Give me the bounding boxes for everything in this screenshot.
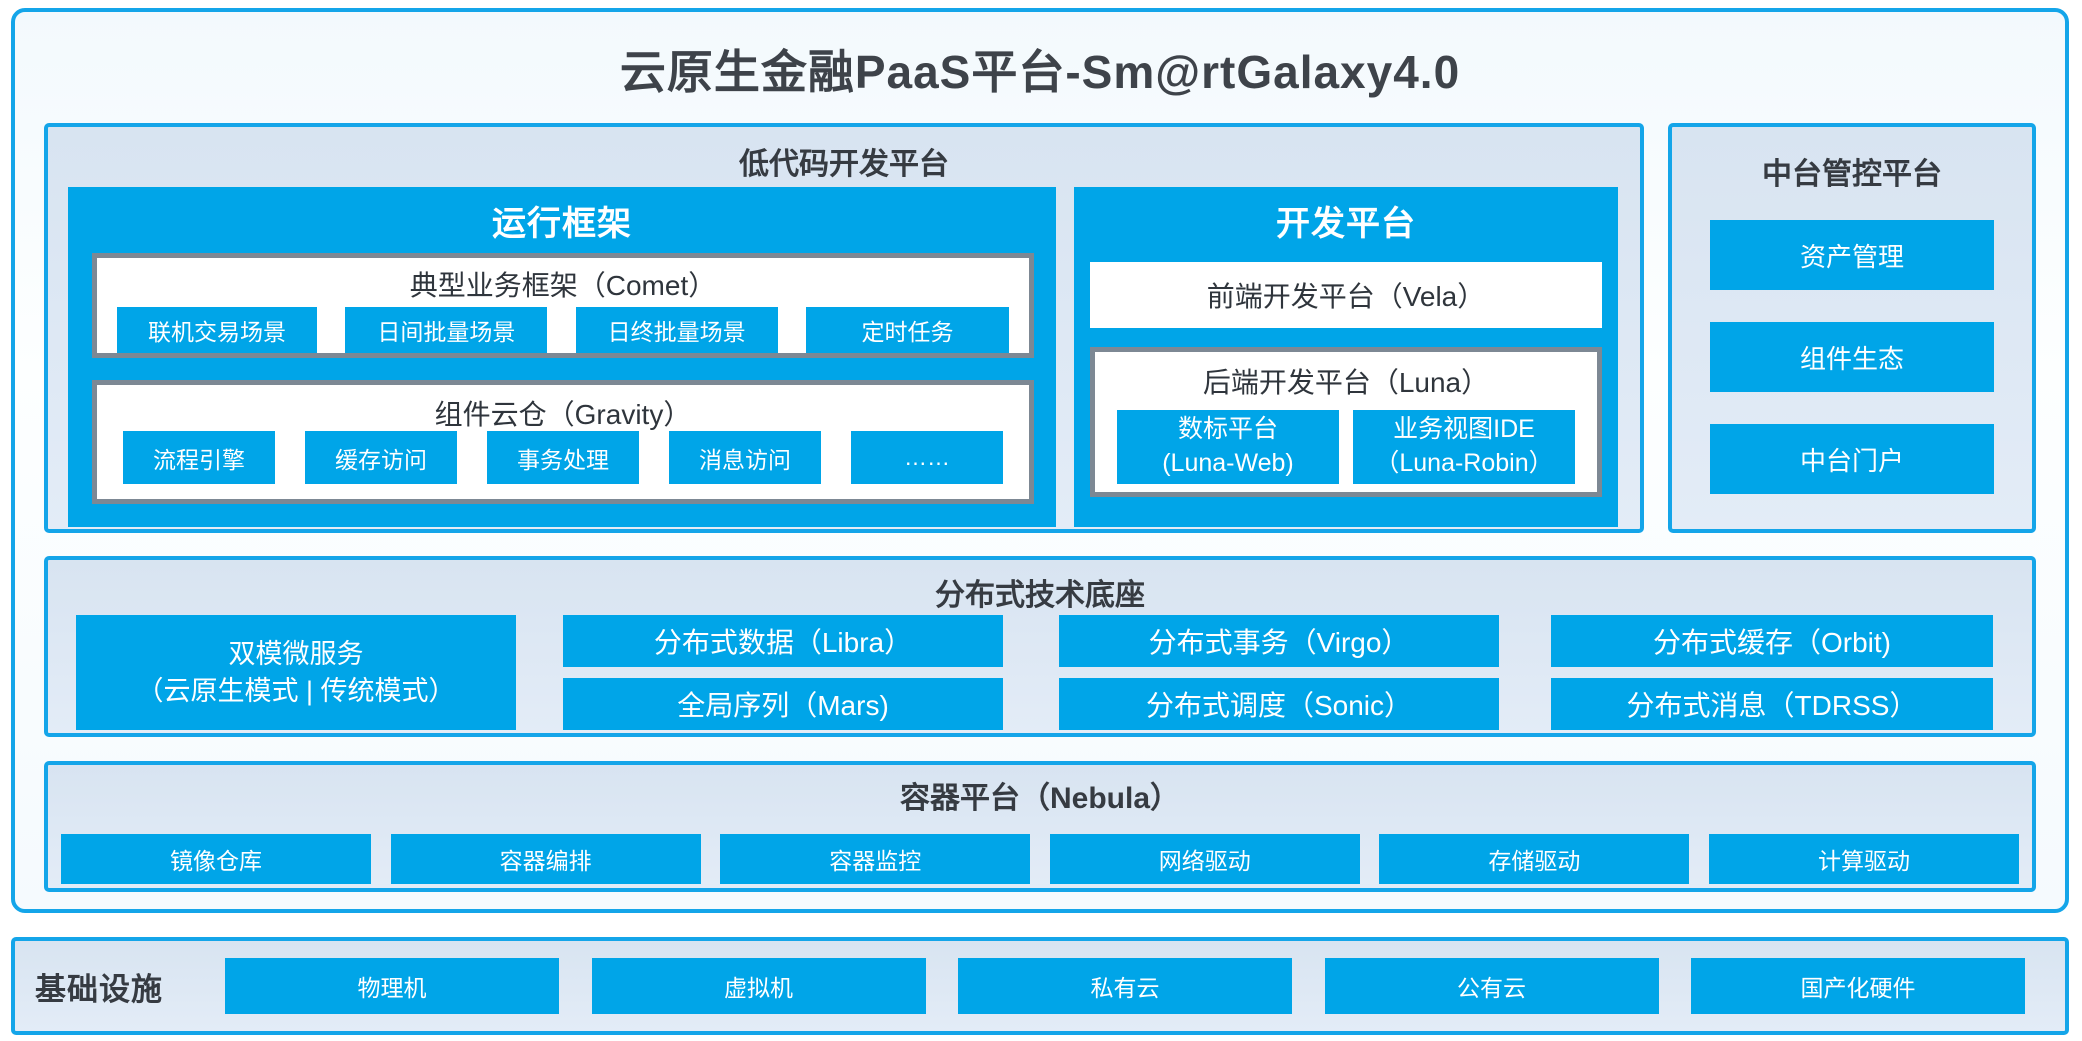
luna-web-line1: 数标平台 [1177, 415, 1278, 444]
gravity-item: 事务处理 [487, 431, 639, 484]
midplatform-item-ecosystem: 组件生态 [1710, 322, 1994, 392]
infrastructure-title: 基础设施 [35, 971, 163, 1007]
container-item-compute-driver: 计算驱动 [1708, 834, 2019, 884]
container-item-network-driver: 网络驱动 [1049, 834, 1360, 884]
dual-mode-line1: 双模微服务 [228, 639, 364, 670]
luna-web-item: 数标平台 (Luna-Web) [1117, 410, 1339, 484]
infra-item-private-cloud: 私有云 [958, 958, 1292, 1014]
luna-web-line2: (Luna-Web) [1162, 449, 1294, 477]
comet-framework-box: 典型业务框架（Comet） 联机交易场景 日间批量场景 日终批量场景 定时任务 [92, 253, 1034, 358]
comet-item: 定时任务 [805, 307, 1009, 353]
luna-backend-title: 后端开发平台（Luna） [1202, 367, 1490, 398]
comet-framework-title: 典型业务框架（Comet） [409, 270, 717, 301]
infra-item-domestic-hardware: 国产化硬件 [1691, 958, 2025, 1014]
vela-frontend-label: 前端开发平台（Vela） [1206, 281, 1486, 312]
distributed-base-title: 分布式技术底座 [935, 579, 1145, 612]
dual-mode-line2: （云原生模式 | 传统模式） [136, 675, 456, 706]
gravity-warehouse-title: 组件云仓（Gravity） [434, 399, 692, 430]
lowcode-platform-panel: 低代码开发平台 运行框架 典型业务框架（Comet） 联机交易场景 日间批量场景… [44, 123, 1644, 533]
page-title: 云原生金融PaaS平台-Sm@rtGalaxy4.0 [619, 46, 1461, 98]
container-item-monitoring: 容器监控 [720, 834, 1031, 884]
distributed-transaction-virgo-box: 分布式事务（Virgo） [1059, 615, 1499, 667]
container-platform-panel: 容器平台（Nebula） 镜像仓库 容器编排 容器监控 网络驱动 存储驱动 计算… [44, 761, 2036, 892]
midplatform-item-portal: 中台门户 [1710, 424, 1994, 494]
luna-items-row: 数标平台 (Luna-Web) 业务视图IDE （Luna-Robin） [1117, 410, 1575, 484]
midplatform-title: 中台管控平台 [1762, 158, 1942, 191]
midplatform-item-asset: 资产管理 [1710, 220, 1994, 290]
dual-mode-microservice-box: 双模微服务 （云原生模式 | 传统模式） [76, 615, 516, 730]
vela-frontend-box: 前端开发平台（Vela） [1090, 262, 1602, 328]
platform-diagram-container: 云原生金融PaaS平台-Sm@rtGalaxy4.0 低代码开发平台 运行框架 … [11, 8, 2069, 913]
gravity-item: 消息访问 [669, 431, 821, 484]
comet-item: 联机交易场景 [117, 307, 317, 353]
infrastructure-items-row: 物理机 虚拟机 私有云 公有云 国产化硬件 [225, 958, 2025, 1014]
gravity-items-row: 流程引擎 缓存访问 事务处理 消息访问 …… [123, 431, 1003, 484]
gravity-item: 流程引擎 [123, 431, 275, 484]
comet-item: 日间批量场景 [345, 307, 548, 353]
global-sequence-mars-box: 全局序列（Mars) [563, 678, 1003, 730]
runtime-framework-panel: 运行框架 典型业务框架（Comet） 联机交易场景 日间批量场景 日终批量场景 … [68, 187, 1056, 527]
container-item-orchestration: 容器编排 [390, 834, 701, 884]
distributed-data-libra-box: 分布式数据（Libra） [563, 615, 1003, 667]
luna-robin-line1: 业务视图IDE [1393, 415, 1535, 444]
luna-backend-box: 后端开发平台（Luna） 数标平台 (Luna-Web) 业务视图IDE （Lu… [1090, 347, 1602, 497]
luna-robin-line2: （Luna-Robin） [1374, 449, 1554, 477]
comet-items-row: 联机交易场景 日间批量场景 日终批量场景 定时任务 [117, 307, 1009, 353]
distributed-scheduling-sonic-box: 分布式调度（Sonic） [1059, 678, 1499, 730]
distributed-base-panel: 分布式技术底座 双模微服务 （云原生模式 | 传统模式） 分布式数据（Libra… [44, 556, 2036, 737]
infra-item-virtual-machine: 虚拟机 [591, 958, 926, 1014]
luna-robin-item: 业务视图IDE （Luna-Robin） [1353, 410, 1575, 484]
gravity-item-ellipsis: …… [851, 431, 1003, 484]
container-item-storage-driver: 存储驱动 [1379, 834, 1690, 884]
container-items-row: 镜像仓库 容器编排 容器监控 网络驱动 存储驱动 计算驱动 [61, 834, 2019, 884]
infra-item-physical-machine: 物理机 [225, 958, 559, 1014]
distributed-cache-orbit-box: 分布式缓存（Orbit) [1551, 615, 1993, 667]
lowcode-platform-title: 低代码开发平台 [739, 148, 949, 181]
distributed-message-tdrss-box: 分布式消息（TDRSS） [1551, 678, 1993, 730]
gravity-warehouse-box: 组件云仓（Gravity） 流程引擎 缓存访问 事务处理 消息访问 …… [92, 380, 1034, 504]
infra-item-public-cloud: 公有云 [1324, 958, 1659, 1014]
gravity-item: 缓存访问 [305, 431, 457, 484]
midplatform-panel: 中台管控平台 资产管理 组件生态 中台门户 [1668, 123, 2036, 533]
container-item-registry: 镜像仓库 [61, 834, 371, 884]
dev-platform-panel: 开发平台 前端开发平台（Vela） 后端开发平台（Luna） 数标平台 (Lun… [1074, 187, 1618, 527]
comet-item: 日终批量场景 [575, 307, 778, 353]
infrastructure-panel: 基础设施 物理机 虚拟机 私有云 公有云 国产化硬件 [11, 937, 2069, 1035]
runtime-framework-title: 运行框架 [492, 204, 632, 243]
container-platform-title: 容器平台（Nebula） [899, 782, 1181, 815]
dev-platform-title: 开发平台 [1276, 204, 1416, 243]
